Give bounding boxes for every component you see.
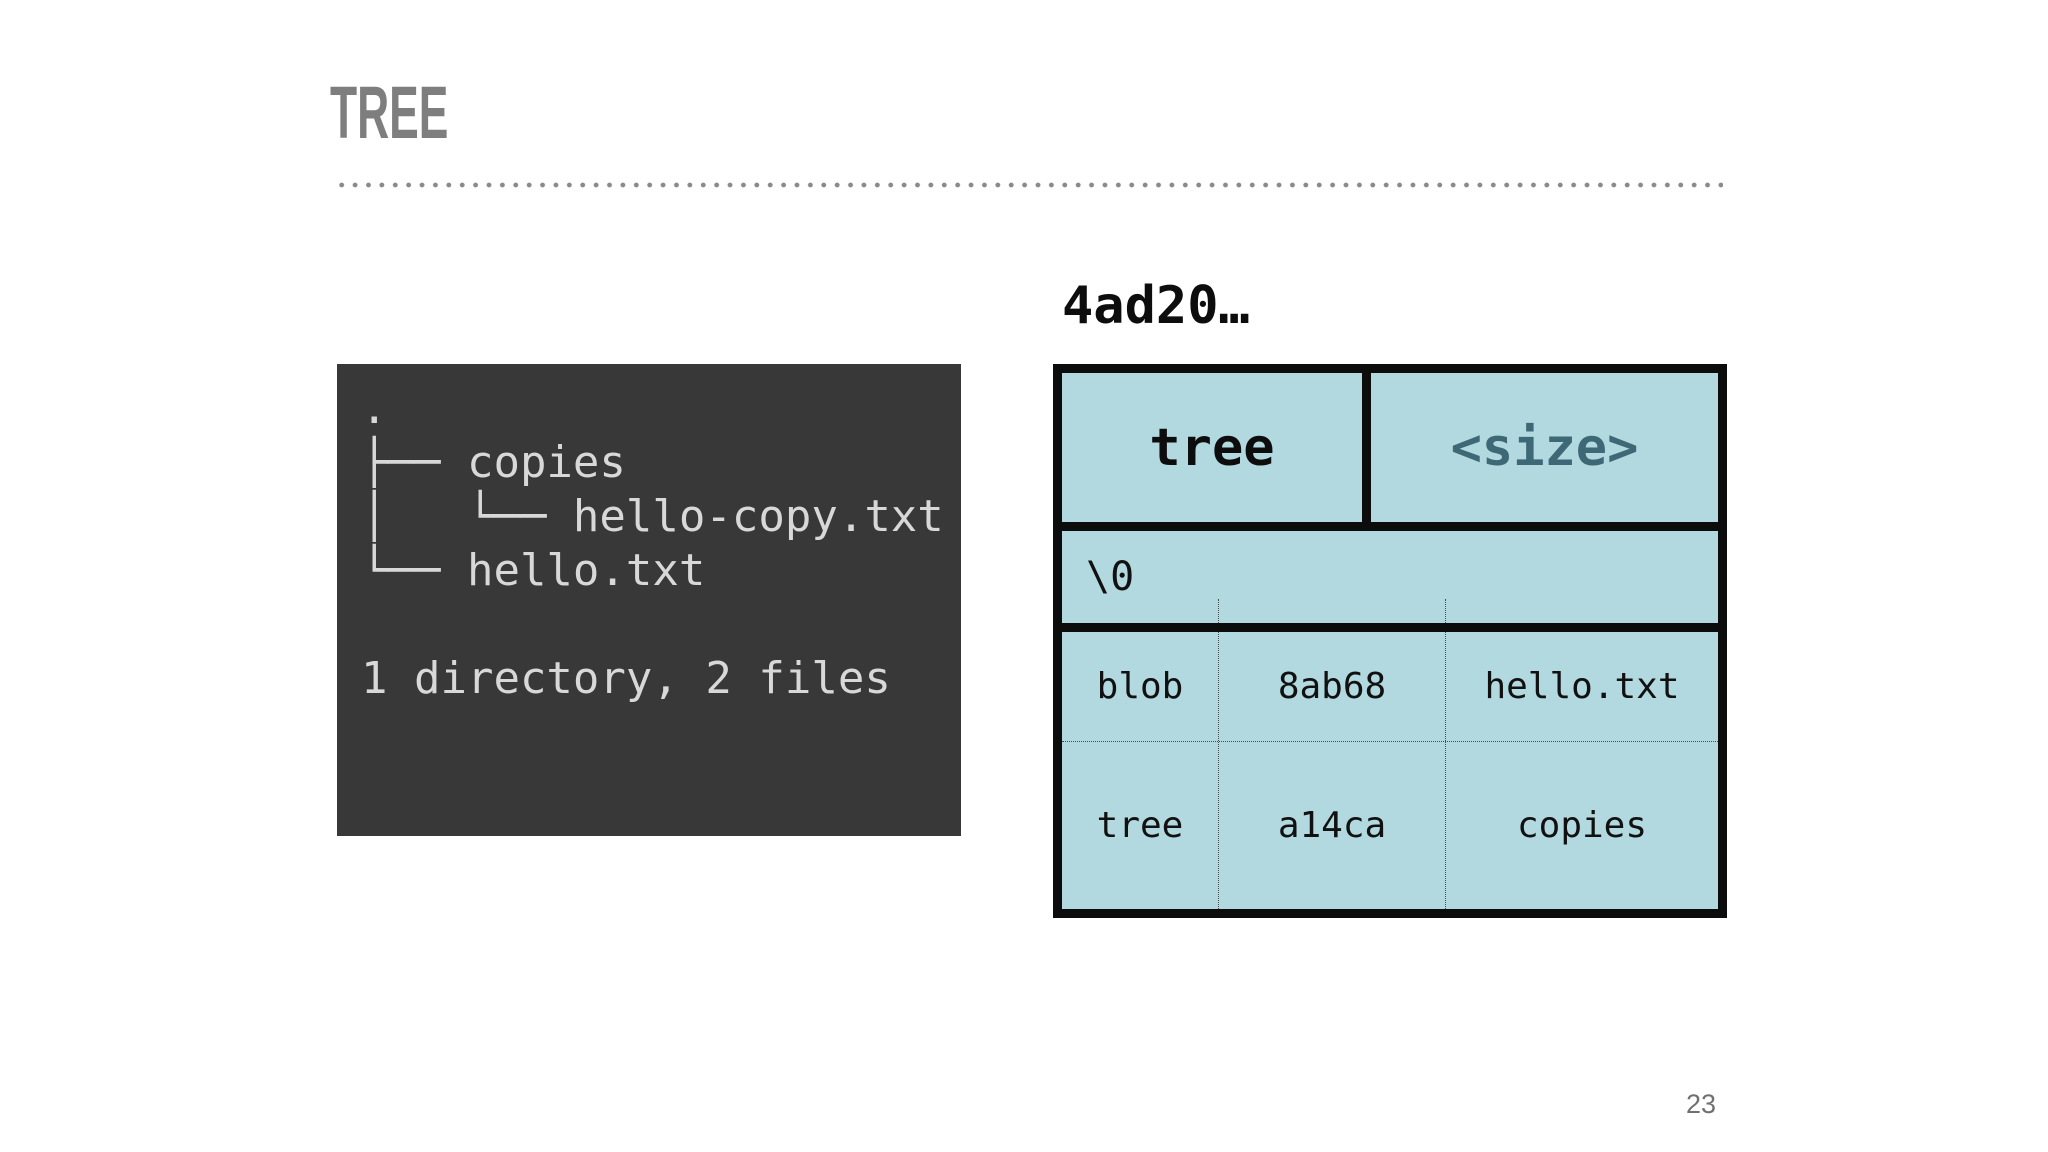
- entry-type: blob: [1096, 666, 1184, 707]
- null-byte-row: \0: [1062, 531, 1718, 632]
- column-divider-stub: [1445, 599, 1446, 623]
- tree-object-hash-label: 4ad20…: [1062, 276, 1250, 336]
- terminal-tree-output: . ├── copies │ └── hello-copy.txt └── he…: [361, 383, 944, 704]
- entry-hash: a14ca: [1218, 742, 1445, 909]
- column-divider-stub: [1218, 599, 1219, 623]
- entry-hash: 8ab68: [1218, 632, 1445, 741]
- entry-name: copies: [1445, 742, 1718, 909]
- terminal-panel: . ├── copies │ └── hello-copy.txt └── he…: [337, 364, 961, 836]
- object-type-cell: tree: [1062, 373, 1371, 522]
- git-tree-object-table: tree <size> \0 blob 8ab68 hello.txt tree…: [1053, 364, 1727, 918]
- entry-name: hello.txt: [1445, 632, 1718, 741]
- object-size-cell: <size>: [1450, 417, 1639, 478]
- page-number: 23: [1686, 1089, 1717, 1119]
- null-byte-label: \0: [1086, 554, 1135, 600]
- tree-entry-row: blob 8ab68 hello.txt: [1062, 632, 1718, 742]
- title-dotted-divider: [335, 182, 1723, 188]
- entry-type: tree: [1096, 805, 1184, 846]
- slide-title: TREE: [330, 71, 449, 154]
- tree-entries: blob 8ab68 hello.txt tree a14ca copies: [1062, 632, 1718, 909]
- tree-entry-row: tree a14ca copies: [1062, 742, 1718, 909]
- object-header-row: tree <size>: [1062, 373, 1718, 531]
